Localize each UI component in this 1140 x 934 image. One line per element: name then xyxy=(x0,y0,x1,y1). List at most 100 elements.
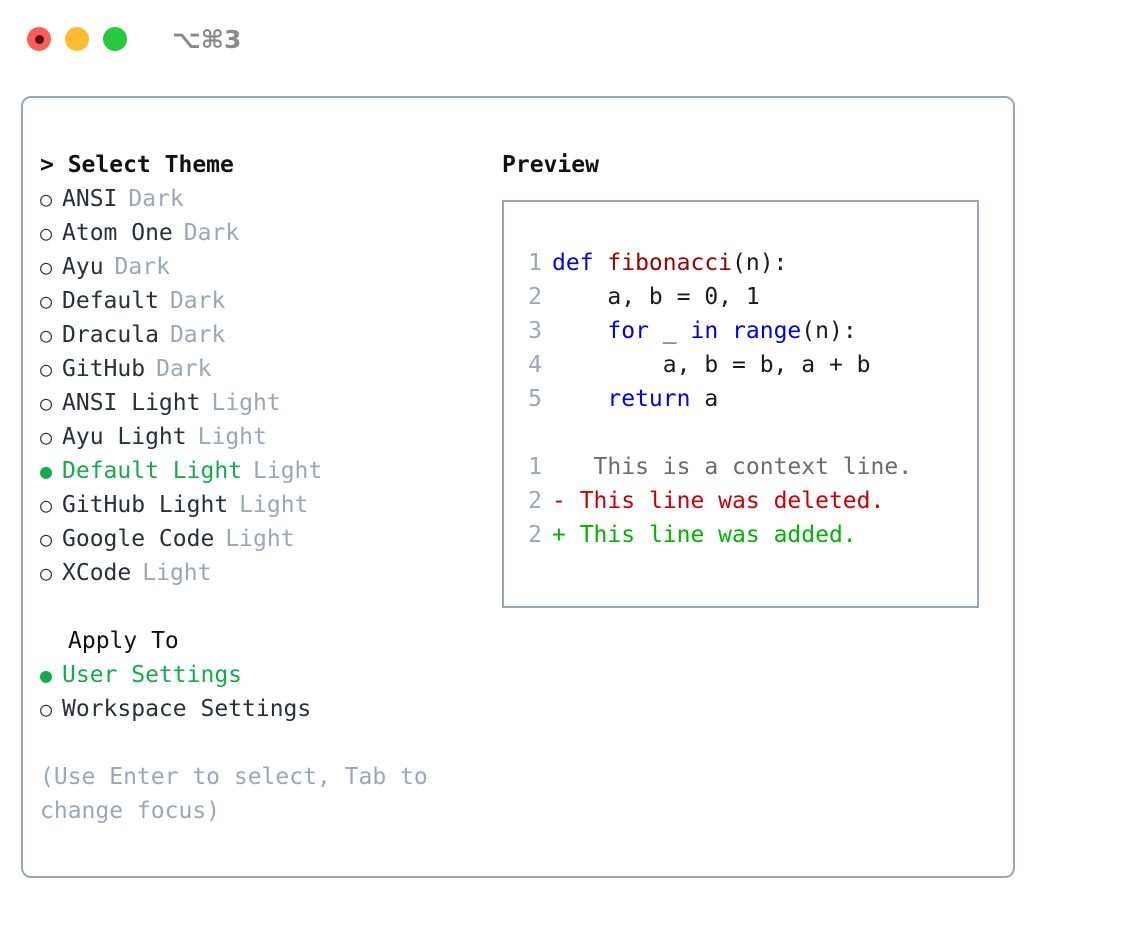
preview-heading: Preview xyxy=(502,152,599,178)
diff-line: 1 This is a context line. xyxy=(522,450,977,484)
code-token-plain: _ xyxy=(648,318,691,344)
radio-unselected-icon: ○ xyxy=(40,493,53,517)
radio-unselected-icon: ○ xyxy=(40,323,53,347)
code-line-number: 3 xyxy=(528,318,542,344)
code-line: 2 a, b = 0, 1 xyxy=(522,280,977,314)
theme-option-ayu[interactable]: ○ Ayu Dark xyxy=(40,250,493,284)
apply-to-option-user-settings[interactable]: ● User Settings xyxy=(40,658,493,692)
maximize-button-icon[interactable] xyxy=(103,27,127,51)
theme-variant-tag: Light xyxy=(225,526,295,552)
theme-option-label: Ayu xyxy=(62,254,104,280)
radio-unselected-icon: ○ xyxy=(40,697,53,721)
theme-variant-tag: Light xyxy=(197,424,267,450)
diff-line-text: This is a context line. xyxy=(565,454,913,480)
diff-line-number: 2 xyxy=(528,488,542,514)
theme-option-google-code[interactable]: ○ Google Code Light xyxy=(40,522,493,556)
radio-selected-icon: ● xyxy=(40,663,53,687)
code-token-plain xyxy=(552,318,607,344)
theme-option-label: Dracula xyxy=(62,322,159,348)
radio-unselected-icon: ○ xyxy=(40,391,53,415)
radio-unselected-icon: ○ xyxy=(40,561,53,585)
code-token-kw: in xyxy=(690,318,719,344)
select-theme-heading: > Select Theme xyxy=(40,152,234,178)
code-line-number: 4 xyxy=(528,352,542,378)
theme-option-label: ANSI Light xyxy=(62,390,201,416)
apply-to-option-label: Workspace Settings xyxy=(62,696,312,722)
radio-unselected-icon: ○ xyxy=(40,289,53,313)
code-token-kw: range xyxy=(732,318,802,344)
code-line: 3 for _ in range(n): xyxy=(522,314,977,348)
theme-variant-tag: Dark xyxy=(156,356,212,382)
code-line-number: 5 xyxy=(528,386,542,412)
code-token-plain: a, b = b, a + b xyxy=(552,352,871,378)
theme-option-label: Default Light xyxy=(62,458,243,484)
record-dot-icon xyxy=(34,34,44,44)
diff-marker xyxy=(552,454,566,480)
theme-option-github[interactable]: ○ GitHub Dark xyxy=(40,352,493,386)
code-token-kw: for xyxy=(607,318,649,344)
radio-unselected-icon: ○ xyxy=(40,527,53,551)
diff-line-text: This line was added. xyxy=(565,522,857,548)
apply-to-option-workspace-settings[interactable]: ○ Workspace Settings xyxy=(40,692,493,726)
code-token-plain: a xyxy=(690,386,719,412)
keyboard-hint-text: (Use Enter to select, Tab to change focu… xyxy=(40,764,428,824)
radio-selected-icon: ● xyxy=(40,459,53,483)
theme-option-label: Google Code xyxy=(62,526,215,552)
theme-variant-tag: Dark xyxy=(183,220,240,246)
minimize-button-icon[interactable] xyxy=(65,27,89,51)
diff-line-number: 1 xyxy=(528,454,542,480)
theme-option-label: GitHub xyxy=(62,356,146,382)
theme-option-label: ANSI xyxy=(62,186,118,212)
code-token-fn: fibonacci xyxy=(607,250,733,276)
code-line-number: 2 xyxy=(528,284,542,310)
theme-variant-tag: Dark xyxy=(114,254,170,280)
theme-variant-tag: Light xyxy=(211,390,281,416)
diff-sample: 1 This is a context line.2- This line wa… xyxy=(522,450,977,552)
theme-option-ansi-light[interactable]: ○ ANSI Light Light xyxy=(40,386,493,420)
theme-variant-tag: Light xyxy=(142,560,212,586)
diff-line-text: This line was deleted. xyxy=(565,488,885,514)
title-bar: ⌥⌘3 xyxy=(0,0,1140,78)
code-token-kw: def xyxy=(552,250,608,276)
theme-option-default[interactable]: ○ Default Dark xyxy=(40,284,493,318)
radio-unselected-icon: ○ xyxy=(40,357,53,381)
theme-option-label: Ayu Light xyxy=(62,424,187,450)
preview-gap xyxy=(522,416,977,450)
close-button-icon[interactable] xyxy=(27,27,51,51)
code-token-kw: return xyxy=(607,386,691,412)
theme-option-label: Atom One xyxy=(62,220,173,246)
diff-marker: - xyxy=(552,488,566,514)
window-shortcut-label: ⌥⌘3 xyxy=(172,24,242,54)
theme-variant-tag: Dark xyxy=(128,186,184,212)
theme-option-default-light[interactable]: ● Default Light Light xyxy=(40,454,493,488)
diff-line: 2- This line was deleted. xyxy=(522,484,977,518)
theme-option-label: Default xyxy=(62,288,159,314)
apply-to-list: ● User Settings ○ Workspace Settings xyxy=(40,658,493,726)
diff-marker: + xyxy=(552,522,566,548)
code-token-plain: (n): xyxy=(801,318,857,344)
apply-to-option-label: User Settings xyxy=(62,662,243,688)
window-controls xyxy=(27,27,127,51)
theme-option-label: XCode xyxy=(62,560,132,586)
apply-to-heading: Apply To xyxy=(68,628,179,654)
theme-variant-tag: Light xyxy=(253,458,323,484)
theme-option-dracula[interactable]: ○ Dracula Dark xyxy=(40,318,493,352)
theme-variant-tag: Light xyxy=(239,492,309,518)
diff-line-number: 2 xyxy=(528,522,542,548)
code-line: 5 return a xyxy=(522,382,977,416)
theme-variant-tag: Dark xyxy=(169,288,226,314)
theme-variant-tag: Dark xyxy=(169,322,226,348)
theme-option-xcode[interactable]: ○ XCode Light xyxy=(40,556,493,590)
radio-unselected-icon: ○ xyxy=(40,255,53,279)
